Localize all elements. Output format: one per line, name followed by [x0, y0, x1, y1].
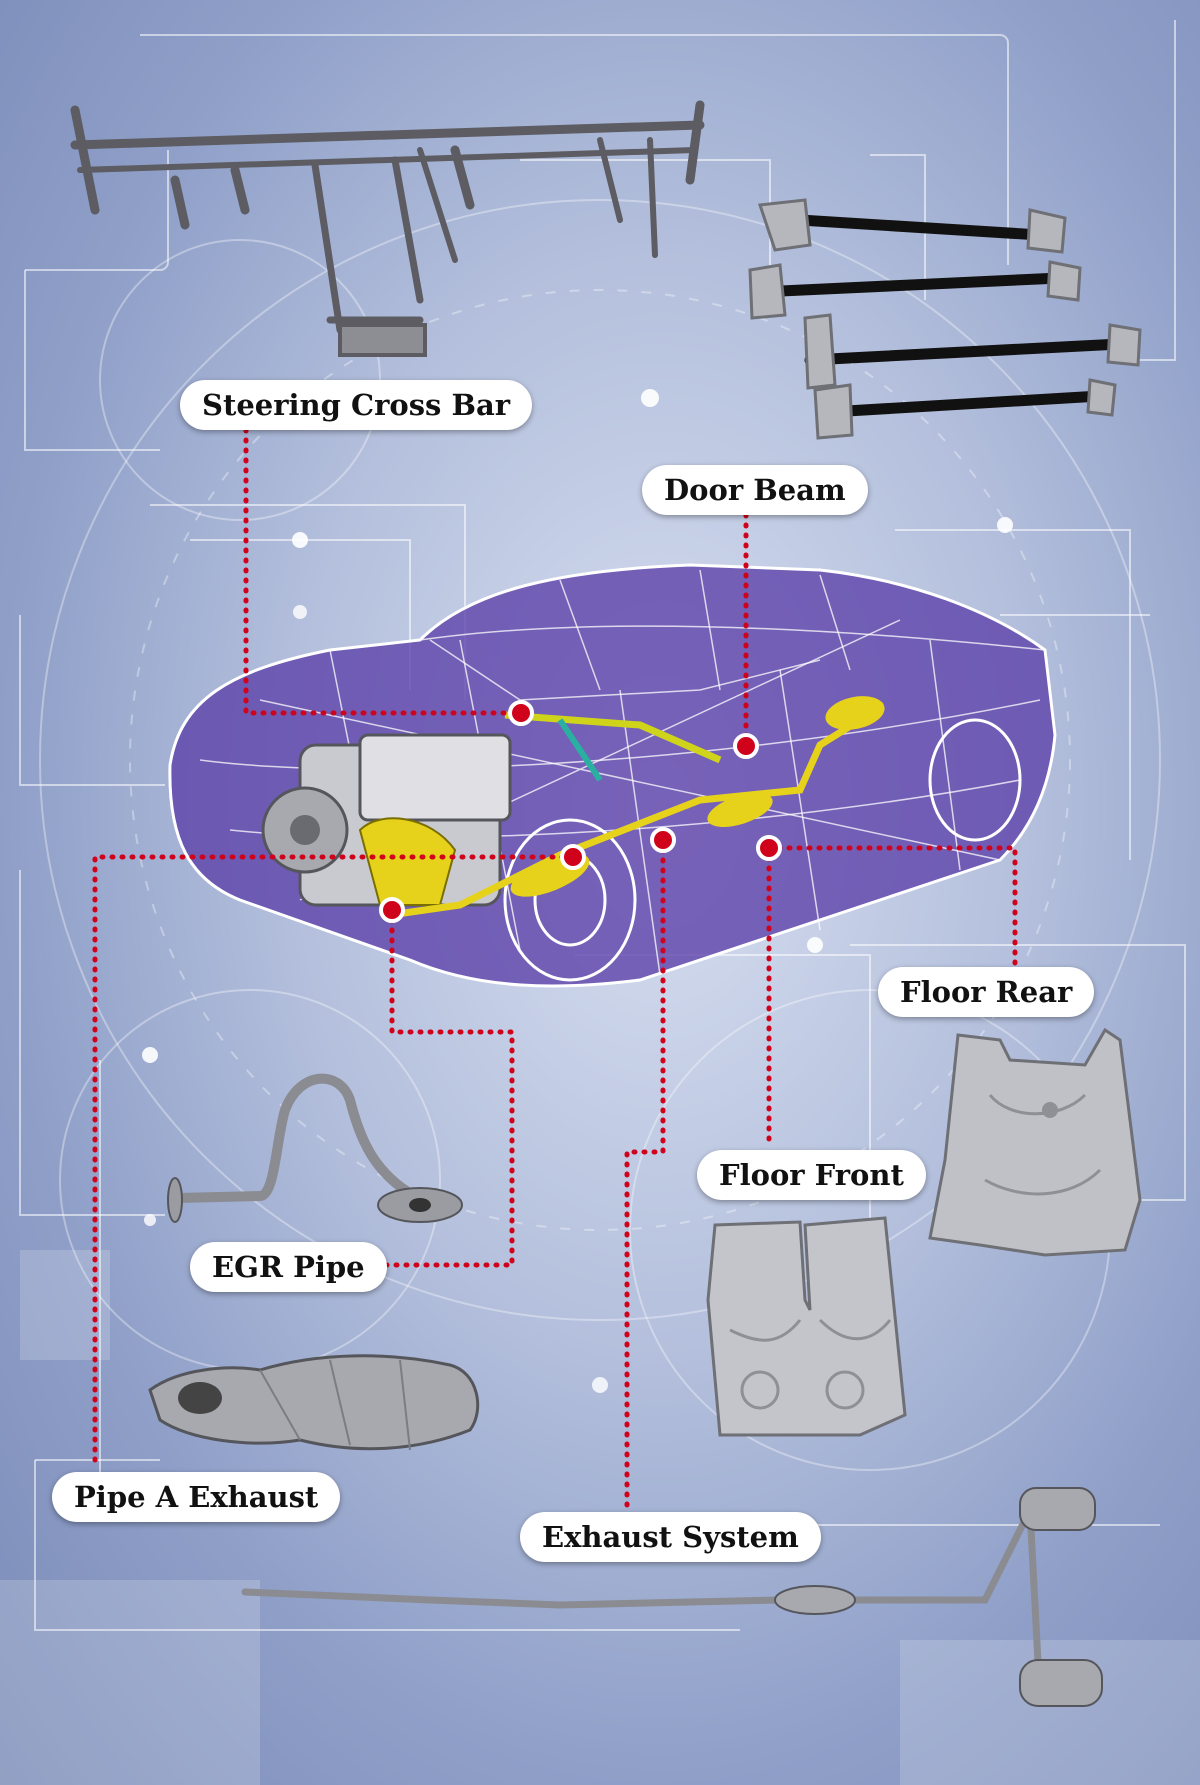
label-door-beam: Door Beam [642, 465, 868, 515]
label-steering-cross-bar: Steering Cross Bar [180, 380, 533, 430]
label-pipe-a-exhaust: Pipe A Exhaust [52, 1472, 341, 1522]
marker-floor [756, 835, 782, 861]
steering-cross-bar-image [70, 100, 705, 357]
marker-pipe-a-exhaust [560, 844, 586, 870]
marker-door-beam [733, 733, 759, 759]
pipe-a-exhaust-image [148, 1354, 480, 1451]
label-egr-pipe: EGR Pipe [190, 1242, 387, 1292]
label-exhaust-system: Exhaust System [520, 1512, 821, 1562]
floor-rear-image [928, 1027, 1142, 1257]
marker-steering-cross-bar [508, 700, 534, 726]
exhaust-system-image [241, 1487, 1103, 1707]
leader-egr-pipe [377, 907, 515, 1268]
marker-exhaust-system [650, 827, 676, 853]
label-floor-rear: Floor Rear [878, 967, 1095, 1017]
label-floor-front: Floor Front [697, 1150, 926, 1200]
leader-floor-rear [766, 845, 1018, 968]
leader-pipe-a-exhaust [92, 854, 576, 1468]
marker-egr-pipe [379, 897, 405, 923]
egr-pipe-image [167, 1073, 463, 1223]
leader-exhaust-system [624, 837, 666, 1511]
leader-steering-cross-bar [243, 427, 524, 716]
floor-front-image [706, 1216, 907, 1437]
door-beam-image [748, 198, 1142, 440]
